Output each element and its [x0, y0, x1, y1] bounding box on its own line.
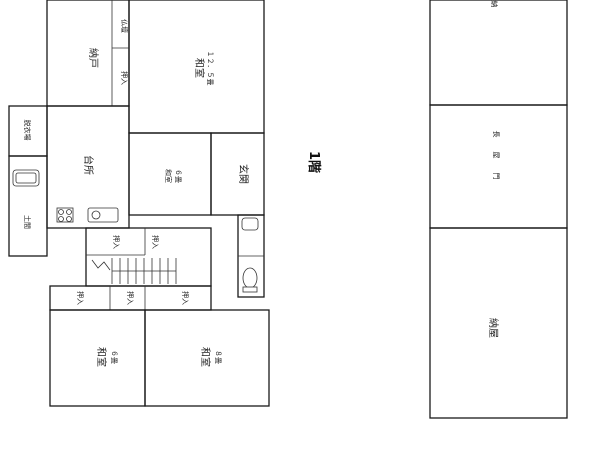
burner-icon [66, 209, 72, 215]
outbuilding-nagayamon-label: 長屋門 [492, 131, 500, 194]
stair-icon [91, 258, 177, 284]
sink-drain-icon [91, 210, 101, 220]
toilet-icon [242, 267, 258, 289]
room-label-genkan: 玄関 [237, 164, 250, 184]
burner-icon [58, 216, 64, 222]
oshiire-upper-label: 押入 [120, 71, 129, 85]
butsuma-label: 仏壇 [120, 19, 129, 33]
oshiire-stair-label-1: 押入 [112, 235, 121, 249]
bathtub-inner-icon [15, 172, 37, 184]
stair-closet-block-outline [85, 227, 212, 287]
oshiire-bottom-left-label: 押入 [76, 291, 85, 305]
room-size-washitsu-8: ８畳 [214, 350, 222, 364]
stove-icon [56, 207, 74, 223]
oshiire-bottom-mid-label: 押入 [126, 291, 135, 305]
room-size-washitsu-6-bottom: ６畳 [110, 350, 118, 364]
room-size-washitsu-6-mid: ６畳 [174, 169, 182, 183]
sink-icon [87, 207, 119, 223]
burner-icon [66, 216, 72, 222]
bathtub-icon [12, 169, 40, 187]
room-label-washitsu-8: 和室 [199, 347, 212, 367]
room-size-washitsu-12-5: １２．５畳 [206, 51, 214, 86]
room-label-nando: 納戸 [87, 48, 100, 68]
room-label-doma: 土間 [23, 215, 32, 229]
outbuilding-naya-label: 納屋 [487, 318, 500, 338]
room-label-washitsu-6-bottom: 和室 [95, 347, 108, 367]
room-label-kitchen: 台所 [82, 155, 95, 175]
washbasin-icon [241, 217, 259, 231]
outbuilding-top-label: 納 [490, 1, 499, 8]
outbuilding-naya-outline [429, 227, 568, 419]
burner-icon [58, 209, 64, 215]
room-label-datsuiba: 脱衣場 [23, 120, 32, 141]
room-label-washitsu-6-mid: 和室 [164, 169, 173, 183]
oshiire-bottom-right-label: 押入 [181, 291, 190, 305]
room-washitsu-8-outline [144, 309, 270, 407]
outbuilding-top-outline [429, 0, 568, 106]
floor-label: 1階 [306, 151, 322, 173]
room-label-washitsu-12-5: 和室 [193, 58, 206, 78]
oshiire-stair-label-2: 押入 [151, 235, 160, 249]
toilet-tank-icon [242, 286, 258, 293]
